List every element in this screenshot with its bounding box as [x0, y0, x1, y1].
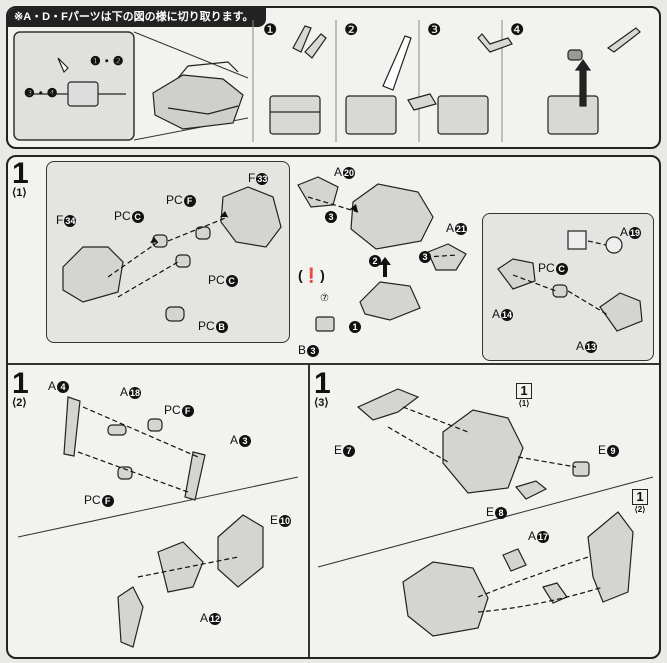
part-b3: [315, 316, 335, 332]
cut-step-1-number: ❶: [263, 22, 278, 39]
step-1-2-heading: 1 ⟨2⟩: [12, 369, 29, 409]
part-a3: [184, 451, 206, 501]
frame-parts-illustration: [152, 61, 244, 130]
detail-callout-line: [17, 476, 299, 538]
cut-step-3-number: ❸: [427, 22, 442, 39]
cutting-instructions-banner: ※A・D・Fパーツは下の図の様に切り取ります。: [8, 8, 266, 27]
part-e9: [572, 461, 590, 477]
assembly-guide-lines: [107, 196, 609, 316]
part-a20: [297, 176, 339, 208]
inset-label-steps-1-2: ❶・❷: [90, 54, 124, 68]
part-e7: [356, 388, 420, 421]
nipper-illustrations: [269, 25, 641, 135]
arrow-step-2: 2: [368, 253, 381, 267]
polycap-f-2-2: [117, 466, 133, 480]
step-number: 1: [12, 157, 29, 190]
polycap-c-2: [175, 254, 191, 268]
part-a13: [599, 292, 643, 332]
step-sub-tag: ⟨1⟩: [12, 187, 27, 199]
part-e8: [514, 480, 548, 500]
arm-frame: [117, 586, 144, 648]
runner-gate-detail: [28, 57, 126, 107]
polycap-f-2-1: [147, 418, 163, 432]
step-1-3-heading: 1 ⟨3⟩: [314, 369, 331, 409]
section-divider-horizontal: [8, 363, 659, 365]
step-1-1-heading: 1 ⟨1⟩: [12, 159, 29, 199]
notice-mark: (❗): [298, 267, 325, 283]
arrow-step-3-left: 3: [324, 209, 337, 223]
part-a17-2: [542, 582, 568, 604]
arrow-step-1: 1: [348, 319, 361, 333]
cutting-steps-illustration: [13, 20, 641, 142]
cutting-instructions-panel: ※A・D・Fパーツは下の図の様に切り取ります。: [6, 6, 661, 149]
torso-assembly-lower: [402, 561, 489, 637]
core-bottom-block: [359, 281, 421, 321]
part-e10: [217, 514, 264, 588]
part-f33: [220, 186, 282, 248]
arrow-step-3-right: 3: [418, 249, 431, 263]
polycap-f: [195, 226, 211, 240]
polycap-c-3: [552, 284, 568, 298]
reference-step-1-2: 1 ⟨2⟩: [632, 489, 648, 514]
part-a18: [107, 424, 127, 436]
assembly-illustration: [17, 176, 654, 648]
step-number: 1: [314, 367, 331, 400]
side-armor: [587, 511, 634, 603]
seal-number: ⑦: [320, 293, 329, 304]
part-a14: [497, 258, 536, 290]
step-1-3-guide-lines: [387, 406, 604, 613]
part-a12: [157, 541, 204, 593]
torso-assembly: [442, 409, 524, 494]
reference-step-1-1: 1 ⟨1⟩: [516, 383, 532, 408]
inset-label-steps-3-4: ❸・❹: [24, 86, 58, 100]
step-sub-tag: ⟨3⟩: [314, 397, 329, 409]
core-block: [350, 183, 434, 250]
assembly-step-1-panel: 1 ⟨1⟩: [6, 155, 661, 659]
step-sub-tag: ⟨2⟩: [12, 397, 27, 409]
detail-callout-line-2: [317, 476, 654, 568]
part-a17-1: [502, 548, 527, 572]
cut-step-4-number: ❹: [510, 22, 525, 39]
assembly-arrowheads: [150, 204, 391, 277]
part-a19: [605, 236, 623, 254]
section-divider-vertical: [308, 363, 310, 657]
part-a21: [427, 243, 467, 271]
cut-step-2-number: ❷: [344, 22, 359, 39]
part-a4: [63, 396, 81, 457]
step-1-2-guide-lines: [77, 406, 239, 578]
step-number: 1: [12, 367, 29, 400]
part-f34: [62, 246, 124, 303]
ball-joint-inset: [567, 230, 587, 250]
polycap-b: [165, 306, 185, 322]
